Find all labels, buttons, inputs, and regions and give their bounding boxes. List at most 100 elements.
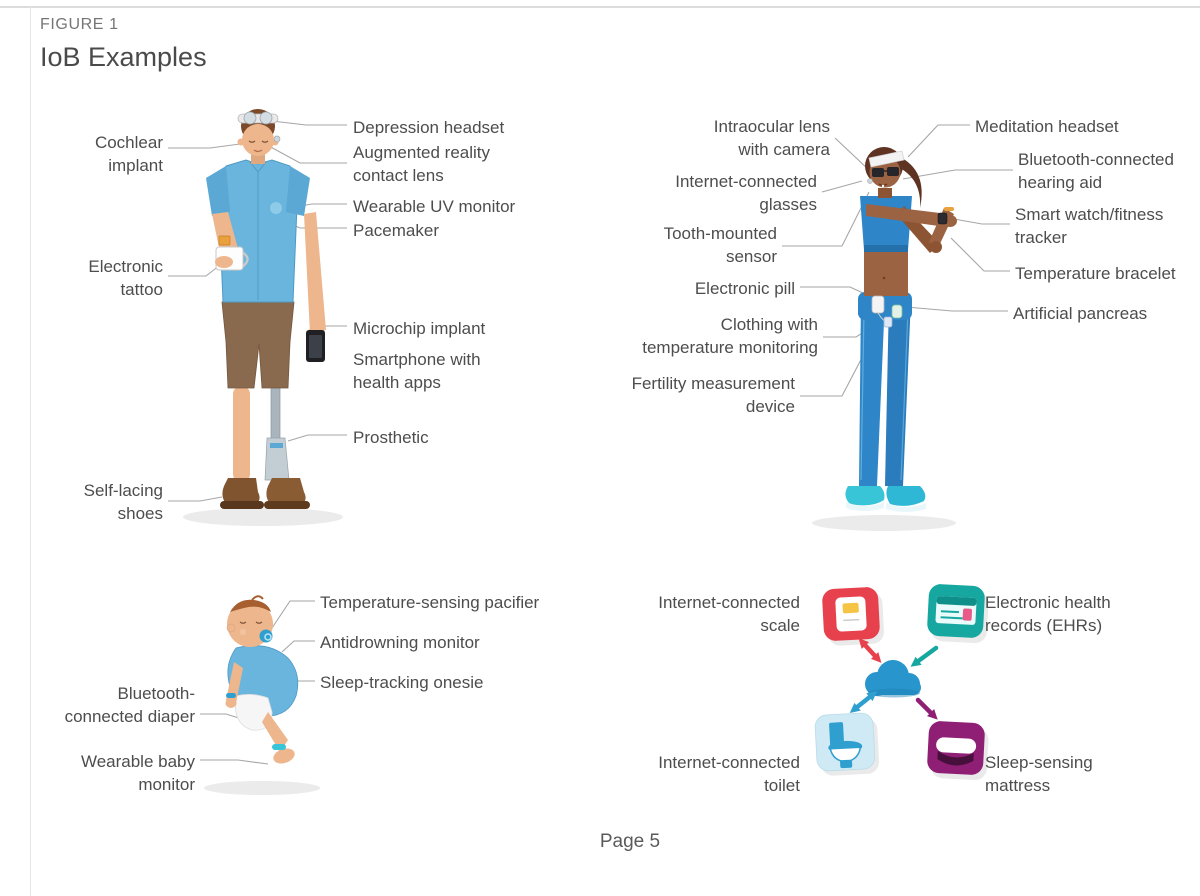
label-sleep-onesie: Sleep-tracking onesie bbox=[320, 673, 484, 692]
label-self-lacing-shoes: Self-lacing shoes bbox=[83, 481, 163, 523]
man-legs bbox=[220, 385, 310, 509]
ehr-icon bbox=[935, 596, 977, 625]
baby-illustration bbox=[204, 595, 320, 795]
electronic-pill-icon bbox=[871, 295, 885, 314]
baby-wrist-band bbox=[226, 693, 236, 698]
man-head bbox=[237, 109, 281, 164]
leader-self-lacing-shoes bbox=[168, 496, 223, 502]
label-antidrowning-monitor: Antidrowning monitor bbox=[320, 633, 480, 652]
label-ar-contact-lens: Augmented reality contact lens bbox=[353, 143, 491, 185]
label-internet-glasses: Internet-connected glasses bbox=[675, 172, 817, 214]
leader-cochlear-implant bbox=[168, 143, 241, 149]
self-lacing-shoe-left bbox=[220, 478, 264, 509]
label-smartphone-health-apps: Smartphone with health apps bbox=[353, 350, 481, 392]
figure-label: FIGURE 1 bbox=[40, 16, 119, 33]
leader-smart-watch bbox=[953, 218, 1010, 225]
scale-icon bbox=[835, 596, 867, 632]
mattress-tile bbox=[927, 721, 989, 781]
ponytail bbox=[896, 156, 922, 208]
artificial-pancreas-icon bbox=[891, 304, 903, 319]
diagram-arrows bbox=[849, 638, 939, 720]
label-pacemaker: Pacemaker bbox=[353, 221, 439, 240]
arrow-cloud-mattress bbox=[915, 697, 938, 720]
label-smart-watch: Smart watch/fitness tracker bbox=[1015, 205, 1164, 247]
label-cochlear-implant: Cochlear implant bbox=[94, 133, 163, 175]
label-depression-headset: Depression headset bbox=[353, 118, 505, 137]
label-meditation-headset: Meditation headset bbox=[975, 117, 1119, 136]
label-electronic-tattoo: Electronic tattoo bbox=[88, 257, 163, 299]
prosthetic-leg bbox=[264, 385, 290, 481]
connected-devices-diagram bbox=[814, 584, 989, 781]
woman-illustration bbox=[812, 147, 957, 531]
label-fertility-device: Fertility measurement device bbox=[631, 374, 795, 416]
label-prosthetic: Prosthetic bbox=[353, 428, 429, 447]
label-internet-toilet: Internet-connected toilet bbox=[658, 753, 800, 795]
tooth-sensor-icon bbox=[881, 184, 885, 188]
woman-head bbox=[865, 147, 922, 208]
baby-leg bbox=[262, 712, 295, 764]
cloud-icon bbox=[865, 660, 921, 698]
label-clothing-temp: Clothing with temperature monitoring bbox=[642, 315, 818, 357]
leader-antidrowning-monitor bbox=[281, 640, 315, 653]
label-tooth-sensor: Tooth-mounted sensor bbox=[663, 224, 777, 266]
temp-pacifier-icon bbox=[259, 629, 273, 643]
temperature-bracelet-icon bbox=[944, 207, 954, 211]
leader-internet-glasses bbox=[821, 180, 863, 193]
meditation-headset-icon bbox=[868, 150, 905, 168]
leader-bluetooth-hearing-aid bbox=[902, 169, 1013, 180]
man-shorts bbox=[221, 301, 295, 389]
woman-midriff bbox=[864, 250, 908, 328]
leader-meditation-headset bbox=[907, 124, 970, 158]
hearing-aid-icon bbox=[867, 178, 873, 184]
leader-temperature-bracelet bbox=[950, 237, 1010, 272]
leader-tooth-sensor bbox=[782, 191, 870, 247]
page-number: Page 5 bbox=[599, 831, 661, 852]
man-arm-with-phone bbox=[304, 212, 326, 362]
baby-head bbox=[226, 595, 273, 647]
smartphone-icon bbox=[306, 330, 325, 362]
label-ehr: Electronic health records (EHRs) bbox=[985, 593, 1111, 635]
leader-depression-headset bbox=[271, 120, 347, 126]
fertility-device-icon bbox=[883, 316, 893, 328]
leader-prosthetic bbox=[287, 434, 347, 442]
baby-monitor-icon bbox=[272, 744, 286, 750]
man-shadow bbox=[183, 508, 343, 526]
page-left-border bbox=[30, 6, 31, 896]
woman-sneakers bbox=[845, 486, 926, 512]
baby-arm bbox=[225, 662, 243, 708]
toilet-icon bbox=[828, 722, 863, 769]
baby-shadow bbox=[204, 781, 320, 795]
woman-leggings bbox=[858, 292, 912, 486]
toilet-tile bbox=[814, 712, 880, 776]
page-title: IoB Examples bbox=[40, 42, 207, 72]
smart-watch-icon bbox=[937, 212, 948, 225]
mattress-icon bbox=[936, 737, 977, 766]
label-sleep-mattress: Sleep-sensing mattress bbox=[985, 753, 1093, 795]
cochlear-implant-icon bbox=[273, 135, 281, 143]
ehr-tile bbox=[927, 584, 989, 644]
self-lacing-shoe-right bbox=[264, 478, 310, 509]
leader-intraocular-lens bbox=[834, 137, 870, 171]
electronic-tattoo-icon bbox=[218, 235, 231, 246]
page-top-border bbox=[0, 6, 1200, 8]
label-temperature-bracelet: Temperature bracelet bbox=[1015, 264, 1176, 283]
label-baby-monitor: Wearable baby monitor bbox=[80, 752, 195, 794]
label-electronic-pill: Electronic pill bbox=[694, 279, 795, 298]
label-bluetooth-hearing-aid: Bluetooth-connected hearing aid bbox=[1018, 150, 1174, 192]
leader-ar-contact-lens bbox=[266, 144, 347, 164]
leader-fertility-device bbox=[800, 349, 867, 397]
label-intraocular-lens: Intraocular lens with camera bbox=[713, 117, 830, 159]
man-illustration bbox=[183, 109, 343, 526]
woman-shadow bbox=[812, 515, 956, 531]
label-internet-scale: Internet-connected scale bbox=[658, 593, 800, 635]
label-bluetooth-diaper: Bluetooth- connected diaper bbox=[64, 684, 195, 726]
woman-arms bbox=[866, 204, 957, 253]
arrow-scale-cloud bbox=[858, 638, 882, 663]
scale-tile bbox=[822, 587, 884, 646]
leader-bluetooth-diaper bbox=[200, 713, 243, 720]
arrow-toilet-cloud bbox=[849, 691, 878, 713]
label-temp-pacifier: Temperature-sensing pacifier bbox=[320, 593, 540, 612]
man-arm-with-mug bbox=[212, 212, 249, 271]
